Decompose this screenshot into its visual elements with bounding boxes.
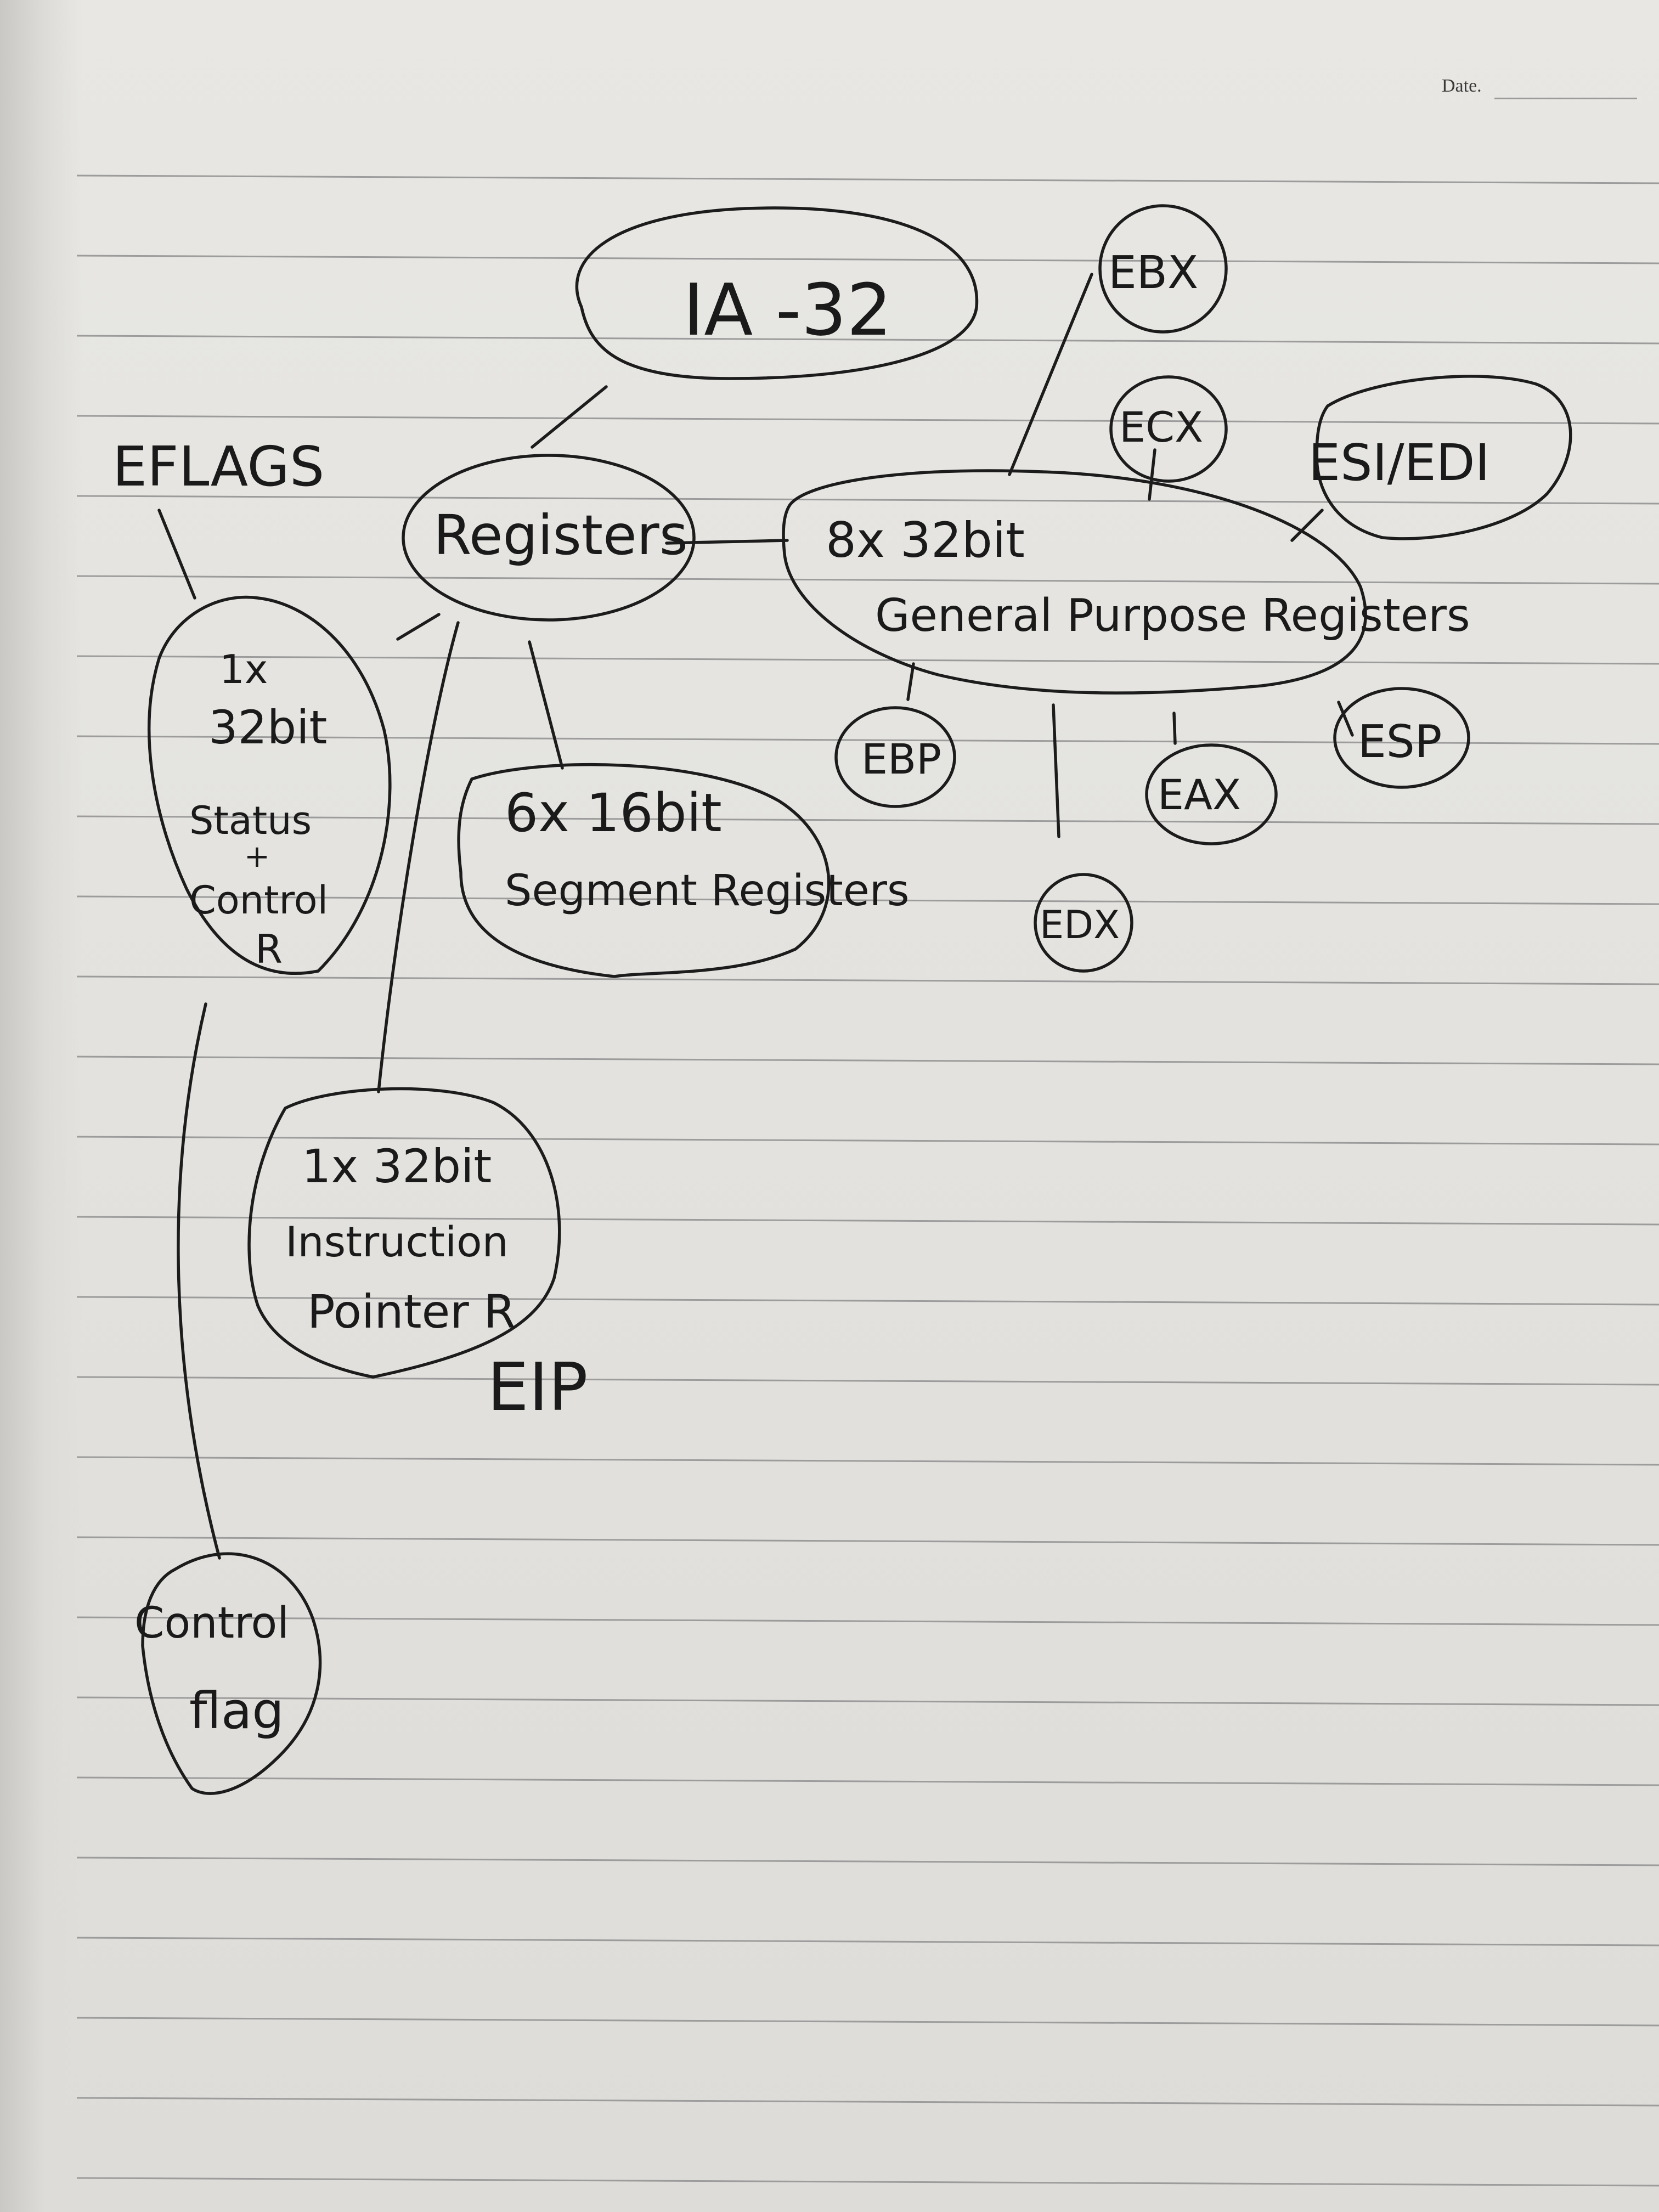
date-underline <box>1494 98 1637 99</box>
ruled-line <box>76 174 1659 184</box>
registers-oval <box>402 454 696 622</box>
gpr-line-2: General Purpose Registers <box>875 590 1470 642</box>
node-labels: IA -32 Registers EFLAGS 1x 32bit Status … <box>112 247 1490 1740</box>
ruled-line <box>76 1376 1659 1386</box>
ecx-circle <box>1109 375 1228 483</box>
ruled-line <box>76 2177 1659 2187</box>
page-fold-shadow <box>0 0 82 2212</box>
ruled-line <box>76 335 1659 345</box>
connector-status-controlflag <box>177 1002 221 1560</box>
ruled-line <box>76 895 1659 905</box>
ruled-line <box>76 575 1659 585</box>
instruction-pointer-oval <box>247 1087 561 1379</box>
gpr-oval <box>782 469 1367 695</box>
ia32-bubble <box>575 206 979 380</box>
status-control-oval <box>148 595 392 975</box>
ruled-line <box>76 1696 1659 1706</box>
status-control-line-2: 32bit <box>208 701 327 754</box>
date-label: Date. <box>1442 76 1482 96</box>
instruction-line-3: Pointer R <box>307 1285 516 1339</box>
ruled-line <box>76 415 1659 425</box>
eip-label: EIP <box>487 1350 588 1426</box>
connector-registers-instruction <box>377 621 460 1093</box>
gpr-line-1: 8x 32bit <box>826 512 1025 568</box>
connector-registers-segment <box>528 640 564 770</box>
ruled-lines <box>76 174 1659 2187</box>
ia32-label: IA -32 <box>683 268 892 352</box>
ruled-line <box>76 1937 1659 1946</box>
ebx-label: EBX <box>1108 247 1198 299</box>
ebp-circle <box>834 706 956 808</box>
control-flag-oval <box>141 1552 322 1795</box>
ruled-line <box>76 1056 1659 1065</box>
esi-edi-oval <box>1315 375 1572 540</box>
connector-gpr-esp <box>1337 701 1354 737</box>
ruled-line <box>76 735 1659 745</box>
edx-circle <box>1034 873 1133 973</box>
ruled-line <box>76 1776 1659 1786</box>
ruled-line <box>76 2097 1659 2107</box>
control-flag-line-2: flag <box>189 1681 284 1740</box>
connector-gpr-edx <box>1052 703 1060 838</box>
status-control-line-1: 1x <box>219 646 268 692</box>
ruled-line <box>76 1296 1659 1306</box>
connector-registers-gpr <box>665 539 789 545</box>
connector-gpr-ebp <box>906 662 915 701</box>
status-control-line-6: R <box>255 926 283 972</box>
instruction-line-2: Instruction <box>285 1217 509 1266</box>
esp-label: ESP <box>1358 716 1442 768</box>
ruled-line <box>76 1536 1659 1546</box>
connector-ia32-registers <box>531 385 608 449</box>
connector-gpr-eax <box>1172 712 1177 745</box>
ruled-line <box>76 655 1659 665</box>
esi-edi-label: ESI/EDI <box>1308 433 1490 492</box>
node-outlines <box>141 204 1572 1795</box>
ruled-line <box>76 815 1659 825</box>
ruled-line <box>76 1136 1659 1146</box>
control-flag-line-1: Control <box>134 1599 289 1648</box>
segment-registers-oval <box>457 763 831 978</box>
eax-circle <box>1145 743 1278 845</box>
ebp-label: EBP <box>861 735 941 783</box>
connector-registers-status <box>396 613 441 641</box>
ecx-label: ECX <box>1119 403 1203 452</box>
instruction-line-1: 1x 32bit <box>302 1139 492 1193</box>
ruled-line <box>76 255 1659 264</box>
connector-gpr-ecx <box>1148 448 1156 501</box>
ruled-line <box>76 1857 1659 1866</box>
eax-label: EAX <box>1158 770 1241 819</box>
status-control-line-3: Status <box>189 798 312 843</box>
esp-circle <box>1333 687 1470 789</box>
status-control-line-4: + <box>244 839 270 874</box>
connector-eflags-status <box>157 509 196 600</box>
ebx-circle <box>1098 204 1228 334</box>
segment-line-1: 6x 16bit <box>505 782 722 844</box>
eflags-label: EFLAGS <box>112 435 324 499</box>
connectors <box>157 273 1354 1560</box>
ruled-line <box>76 1456 1659 1466</box>
edx-label: EDX <box>1040 902 1120 947</box>
segment-line-2: Segment Registers <box>505 866 910 916</box>
connector-gpr-esi-edi <box>1290 509 1324 542</box>
ruled-line <box>76 1616 1659 1626</box>
status-control-line-5: Control <box>189 878 328 923</box>
ruled-line <box>76 2017 1659 2027</box>
ruled-line <box>76 1216 1659 1226</box>
ruled-line <box>76 495 1659 505</box>
ruled-line <box>76 975 1659 985</box>
registers-label: Registers <box>433 503 688 567</box>
connector-gpr-ebx <box>1008 273 1093 476</box>
